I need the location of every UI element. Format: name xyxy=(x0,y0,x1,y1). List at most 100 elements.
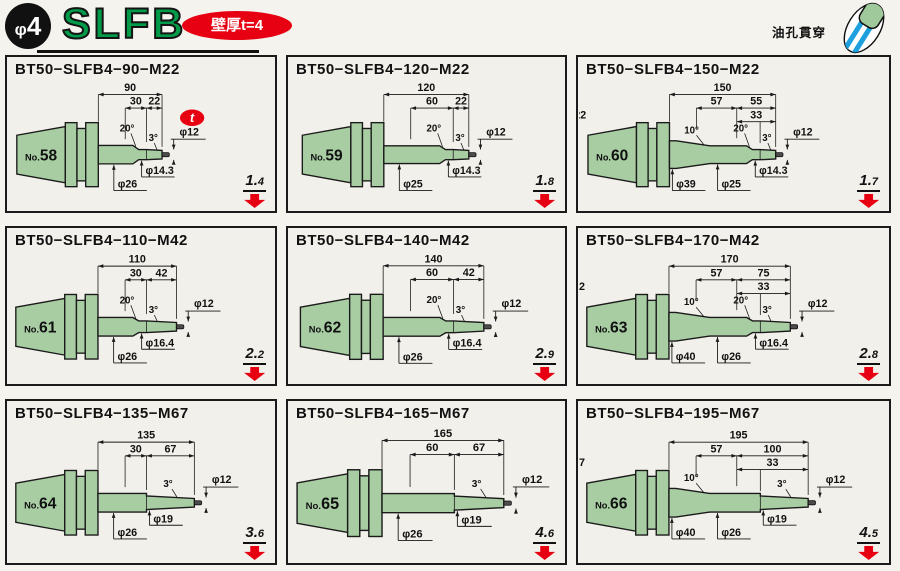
dim-label: φ14.3 xyxy=(146,165,174,177)
dim-label: 60 xyxy=(426,442,438,454)
flange-groove xyxy=(646,299,657,354)
dim-label: 3° xyxy=(762,133,771,144)
page-header: φ4 SLFB 壁厚t=4 油孔貫穿 xyxy=(0,0,900,56)
weight-value: 4.5 xyxy=(857,525,880,544)
flange-rib xyxy=(64,293,78,360)
holder-no: No.62 xyxy=(309,320,342,337)
dim-label: 22 xyxy=(148,96,160,108)
model-number: BT50−SLFB4−120−M22 xyxy=(296,61,470,78)
dim-label: 60 xyxy=(426,96,438,108)
holder-no: No.61 xyxy=(24,320,57,337)
t-badge-label: t xyxy=(190,111,195,125)
weight-down-arrow-icon xyxy=(858,194,880,208)
dim-label: 60 xyxy=(426,267,438,279)
flange-rib xyxy=(346,469,361,538)
flange-groove xyxy=(360,299,372,355)
tip-pin xyxy=(193,500,203,506)
nose-body xyxy=(97,316,178,337)
tip-pin xyxy=(483,324,492,330)
dim-label: 20° xyxy=(120,295,135,306)
dim-label: 3° xyxy=(149,133,158,144)
nose-body xyxy=(668,487,809,518)
dim-label: φ40 xyxy=(676,527,696,539)
dim-label: 195 xyxy=(730,430,748,442)
dim-label: 20° xyxy=(733,295,748,306)
flange-rib xyxy=(350,121,364,188)
tip-pin xyxy=(503,500,512,506)
nose-body xyxy=(383,145,470,165)
holder-no: No.59 xyxy=(311,147,343,164)
dim-label: 30 xyxy=(130,443,142,455)
weight-indicator: 1.7 xyxy=(857,173,880,208)
dim-label: φ12 xyxy=(194,298,214,310)
dim-label: φ12 xyxy=(179,126,199,138)
flange-groove xyxy=(361,127,372,182)
tip-pin xyxy=(176,324,185,330)
weight-value: 2.2 xyxy=(243,346,266,365)
holder-no: No.64 xyxy=(24,496,57,513)
dim-label: 3° xyxy=(763,305,772,316)
dim-label: 3° xyxy=(777,479,786,490)
dim-label: 67 xyxy=(473,442,485,454)
nose-body xyxy=(382,316,485,337)
model-number: BT50−SLFB4−110−M42 xyxy=(15,232,188,249)
oil-hole-note: 油孔貫穿 xyxy=(771,26,826,40)
dim-label: φ19 xyxy=(461,514,481,526)
model-number: BT50−SLFB4−195−M67 xyxy=(586,405,760,422)
dim-label: 67 xyxy=(164,443,176,455)
dim-label: φ39 xyxy=(676,179,696,191)
flange-rib xyxy=(64,469,78,536)
dim-label: 30 xyxy=(130,267,142,279)
flange-rib xyxy=(348,293,363,361)
dim-label: φ16.4 xyxy=(759,337,788,349)
header-underline xyxy=(37,50,259,53)
weight-down-arrow-icon xyxy=(244,367,266,381)
weight-down-arrow-icon xyxy=(244,194,266,208)
dim-label: φ26 xyxy=(118,351,138,363)
weight-indicator: 2.9 xyxy=(533,346,556,381)
dim-label: 3° xyxy=(456,305,465,316)
weight-value: 2.8 xyxy=(857,346,880,365)
dim-label: φ12 xyxy=(502,298,522,310)
flange-groove xyxy=(75,475,86,530)
flange-rib xyxy=(84,293,99,360)
model-number: BT50−SLFB4−140−M42 xyxy=(296,232,470,249)
flange-rib xyxy=(369,293,384,361)
t-badge xyxy=(180,109,205,127)
flange-groove xyxy=(75,299,86,354)
flange-rib xyxy=(64,121,78,188)
model-number: BT50−SLFB4−170−M42 xyxy=(586,232,760,249)
dim-label: 57 xyxy=(710,443,722,455)
dim-label: φ26 xyxy=(721,351,741,363)
weight-value: 2.9 xyxy=(533,346,556,365)
dim-label: 140 xyxy=(424,253,442,265)
holder-no: No.63 xyxy=(595,320,628,337)
phi-symbol: φ xyxy=(14,20,27,39)
flange-rib xyxy=(370,121,385,188)
weight-indicator: 3.6 xyxy=(243,525,266,560)
weight-value: 1.8 xyxy=(533,173,556,192)
tip-pin xyxy=(789,324,799,330)
weight-indicator: 4.5 xyxy=(857,525,880,560)
dim-label: 22 xyxy=(455,96,467,108)
dim-label: 3° xyxy=(472,479,482,490)
weight-indicator: 4.6 xyxy=(533,525,556,560)
holder-no: No.58 xyxy=(25,147,57,164)
dim-label: φ12 xyxy=(826,474,846,486)
weight-value: 4.6 xyxy=(533,525,556,544)
flange-rib xyxy=(656,121,671,188)
dim-label: 3° xyxy=(149,305,158,316)
dim-label: φ40 xyxy=(676,351,696,363)
dim-label: φ12 xyxy=(793,126,813,138)
dim-label: 30 xyxy=(130,96,142,108)
tip-pin xyxy=(468,152,477,158)
dim-label: 42 xyxy=(579,281,585,293)
dim-label: 57 xyxy=(710,267,722,279)
nose-body xyxy=(381,492,505,514)
